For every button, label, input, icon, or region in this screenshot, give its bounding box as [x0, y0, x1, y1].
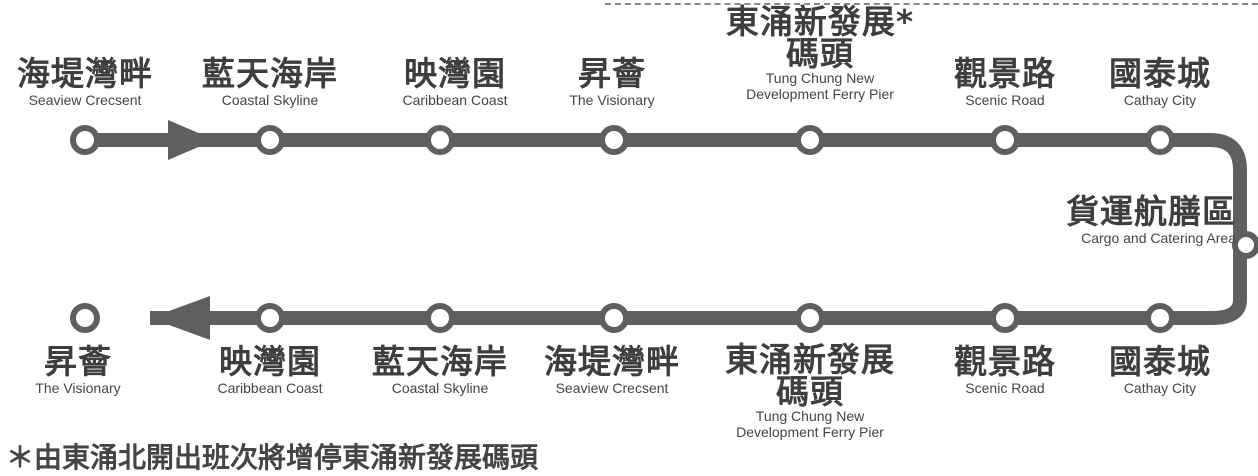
stop-name-zh: 映灣園	[404, 54, 506, 93]
stop-marker	[255, 303, 285, 333]
stop-label-top-6: 觀景路 Scenic Road	[954, 54, 1056, 109]
stop-marker	[425, 303, 455, 333]
stop-marker	[425, 125, 455, 155]
stop-label-bottom-7: 國泰城 Cathay City	[1109, 342, 1211, 397]
stop-label-top-3: 映灣園 Caribbean Coast	[402, 54, 508, 109]
stop-name-en: Scenic Road	[965, 380, 1045, 396]
stop-name-zh: 貨運航膳區	[1066, 192, 1236, 231]
direction-arrow-west-icon	[150, 296, 210, 340]
footnote: ＊由東涌北開出班次將增停東涌新發展碼頭	[6, 441, 539, 474]
stop-name-en: Tung Chung New	[755, 408, 865, 424]
stop-label-top-4: 昇薈 The Visionary	[569, 54, 655, 109]
stop-name-en: Caribbean Coast	[402, 92, 508, 108]
stop-name-zh: 國泰城	[1109, 54, 1211, 93]
stop-name-zh: 觀景路	[954, 54, 1056, 93]
bottom-stops	[70, 303, 1175, 333]
stop-name-zh: 映灣園	[219, 342, 321, 381]
stop-name-zh: 東涌新發展	[725, 340, 895, 379]
stop-label-bottom-2: 映灣園 Caribbean Coast	[217, 342, 323, 397]
stop-marker	[599, 125, 629, 155]
stop-name-zh: 國泰城	[1109, 342, 1211, 381]
stop-name-en: Coastal Skyline	[221, 92, 319, 108]
stop-label-top-2: 藍天海岸 Coastal Skyline	[202, 54, 338, 109]
stop-label-top-1: 海堤灣畔 Seaview Crecsent	[17, 54, 153, 109]
stop-label-bottom-5: 東涌新發展 碼頭 Tung Chung New Development Ferr…	[725, 340, 895, 440]
stop-name-en-line2: Development Ferry Pier	[746, 86, 894, 102]
stop-name-en: Cathay City	[1123, 380, 1197, 396]
stop-name-zh: 藍天海岸	[202, 54, 338, 93]
stop-name-zh-line2: 碼頭	[785, 34, 854, 73]
stop-marker	[70, 125, 100, 155]
stop-name-zh: 觀景路	[954, 342, 1056, 381]
stop-marker	[1145, 125, 1175, 155]
stop-name-en: Cathay City	[1123, 92, 1197, 108]
top-stops	[70, 125, 1175, 155]
stop-label-bottom-6: 觀景路 Scenic Road	[954, 342, 1056, 397]
stop-marker	[795, 303, 825, 333]
stop-label-top-7: 國泰城 Cathay City	[1109, 54, 1211, 109]
stop-marker	[990, 303, 1020, 333]
stop-name-zh: 昇薈	[578, 54, 646, 93]
stop-name-en: Scenic Road	[965, 92, 1045, 108]
stop-name-zh: 昇薈	[44, 342, 112, 381]
stop-name-zh: 東涌新發展*	[725, 2, 915, 41]
stop-label-top-5: 東涌新發展* 碼頭 Tung Chung New Development Fer…	[725, 2, 915, 102]
stop-label-bottom-1: 昇薈 The Visionary	[35, 342, 121, 397]
stop-name-en-line2: Development Ferry Pier	[736, 424, 884, 440]
stop-marker-turn	[1232, 231, 1258, 259]
route-map	[70, 120, 1258, 340]
stop-name-en: Seaview Crecsent	[555, 380, 669, 396]
stop-marker	[990, 125, 1020, 155]
stop-name-zh: 藍天海岸	[372, 342, 508, 381]
stop-name-en: Seaview Crecsent	[28, 92, 142, 108]
stop-name-zh: 海堤灣畔	[17, 54, 153, 93]
stop-name-en: Caribbean Coast	[217, 380, 323, 396]
stop-name-en: Cargo and Catering Area	[1081, 230, 1236, 246]
stop-name-zh: 海堤灣畔	[544, 342, 680, 381]
stop-marker	[1145, 303, 1175, 333]
stop-name-en: Tung Chung New	[765, 70, 875, 86]
stop-label-bottom-4: 海堤灣畔 Seaview Crecsent	[544, 342, 680, 397]
stop-name-en: The Visionary	[35, 380, 121, 396]
direction-arrow-east-icon	[168, 120, 215, 160]
stop-label-turn: 貨運航膳區 Cargo and Catering Area	[1066, 192, 1236, 247]
stop-name-en: The Visionary	[569, 92, 655, 108]
stop-name-zh-line2: 碼頭	[776, 372, 844, 411]
dashed-divider	[605, 3, 1258, 5]
stop-label-bottom-3: 藍天海岸 Coastal Skyline	[372, 342, 508, 397]
stop-marker	[255, 125, 285, 155]
stop-marker	[795, 125, 825, 155]
stop-marker	[70, 303, 100, 333]
stop-marker	[599, 303, 629, 333]
stop-name-en: Coastal Skyline	[391, 380, 489, 396]
